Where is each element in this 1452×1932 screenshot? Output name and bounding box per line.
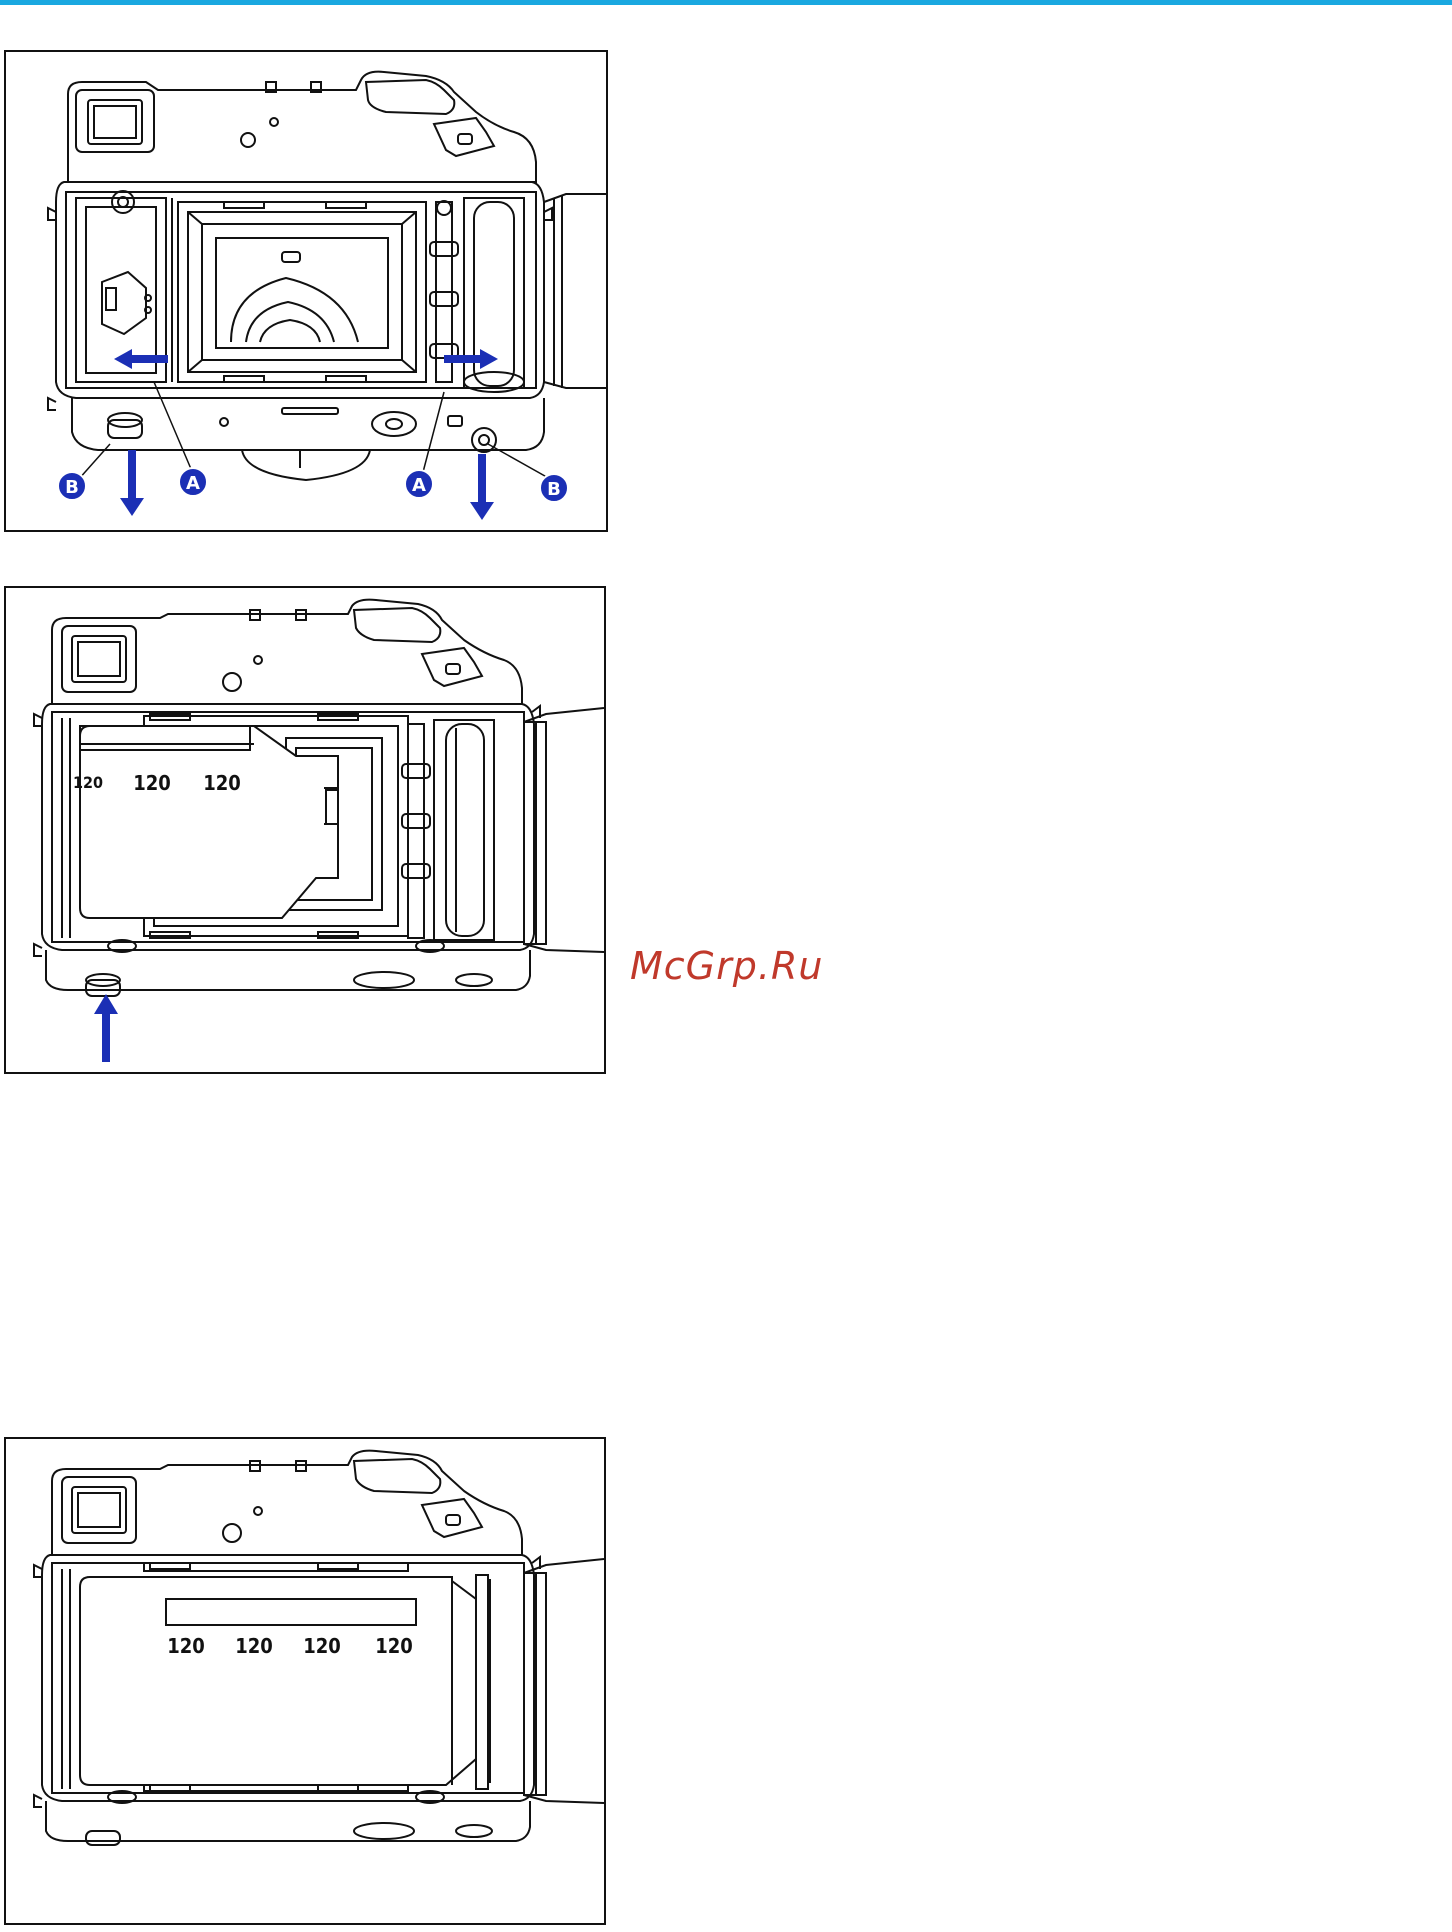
figure-1-camera-back-open: B A A B bbox=[4, 50, 608, 532]
camera-illustration-3: 120 120 120 120 bbox=[6, 1439, 604, 1923]
film-mark-2: 120 bbox=[235, 1634, 273, 1658]
direction-arrow-up bbox=[94, 994, 118, 1062]
film-mark-2: 120 bbox=[203, 771, 241, 795]
callout-a-right: A bbox=[412, 475, 426, 496]
film-mark-partial: 120 bbox=[73, 773, 103, 792]
camera-illustration-1: B A A B bbox=[6, 52, 606, 530]
film-mark-1: 120 bbox=[133, 771, 171, 795]
film-mark-4: 120 bbox=[375, 1634, 413, 1658]
camera-illustration-2: 120 120 120 bbox=[6, 588, 604, 1072]
callout-b-left: B bbox=[65, 477, 79, 498]
film-mark-3: 120 bbox=[303, 1634, 341, 1658]
figure-3-film-closed: 120 120 120 120 bbox=[4, 1437, 606, 1925]
top-accent-bar bbox=[0, 0, 1452, 5]
watermark-text: McGrp.Ru bbox=[630, 944, 823, 988]
film-mark-1: 120 bbox=[167, 1634, 205, 1658]
figure-2-film-loading: 120 120 120 bbox=[4, 586, 606, 1074]
callout-b-right: B bbox=[547, 479, 561, 500]
callout-a-left: A bbox=[186, 473, 200, 494]
